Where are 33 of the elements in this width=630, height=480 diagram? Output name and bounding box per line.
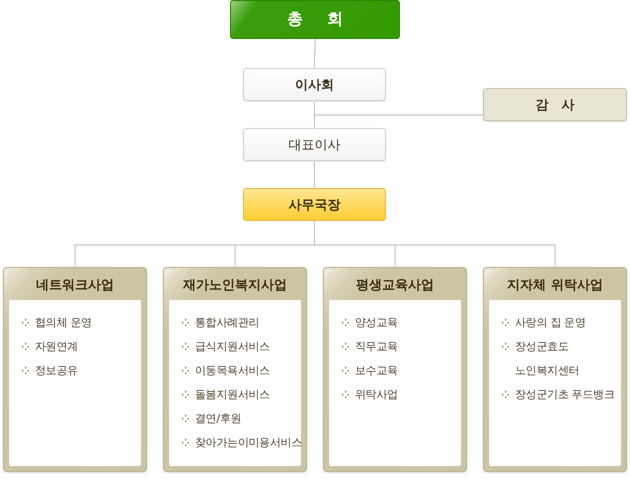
org-box: 이사회 [243, 68, 386, 101]
list-item: 보수교육 [355, 363, 398, 379]
list-item: 자원연계 [35, 339, 78, 355]
org-box: 대표이사 [243, 128, 386, 161]
connector-line [314, 100, 315, 128]
org-box: 사무국장 [243, 188, 386, 221]
list-item: 장성군기초 푸드뱅크 [515, 387, 614, 403]
column-panel [3, 267, 147, 472]
column-panel [483, 267, 627, 472]
list-item: 협의체 운영 [35, 315, 92, 331]
column-heading: 네트워크사업 [35, 276, 115, 294]
column-heading: 재가노인복지사업 [182, 276, 288, 294]
list-item: 통합사례관리 [195, 315, 260, 331]
side-box: 감 사 [483, 88, 627, 121]
connector-line [314, 220, 556, 268]
column-heading: 지자체 위탁사업 [506, 276, 604, 294]
list-item: 양성교육 [355, 315, 398, 331]
column-panel [163, 267, 307, 472]
connector-line [314, 38, 316, 68]
top-box: 총 회 [230, 0, 400, 39]
list-item: 돌봄지원서비스 [195, 387, 270, 403]
list-item: 사랑의 집 운영 [515, 315, 586, 331]
list-item: 장성군효도 노인복지센터 [515, 339, 580, 379]
connector-line [314, 160, 315, 188]
column-heading: 평생교육사업 [355, 276, 435, 294]
list-item: 찾아가는이미용서비스 [195, 435, 301, 451]
column-panel [323, 267, 467, 472]
list-item: 위탁사업 [355, 387, 398, 403]
list-item: 이동목욕서비스 [195, 363, 270, 379]
list-item: 직무교육 [355, 339, 398, 355]
list-item: 결연/후원 [195, 411, 242, 427]
list-item: 정보공유 [35, 363, 78, 379]
list-item: 급식지원서비스 [195, 339, 270, 355]
